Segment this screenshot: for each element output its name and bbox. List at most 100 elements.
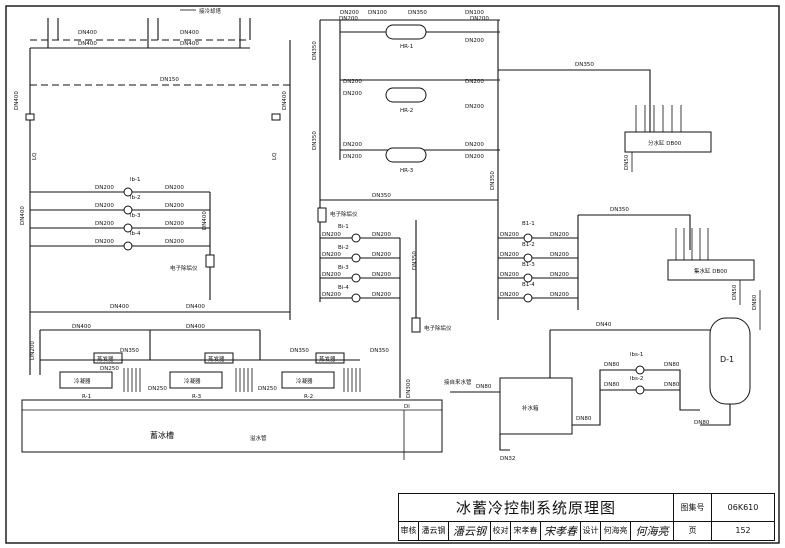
title-block: 冰蓄冷控制系统原理图 图集号 06K610 审核 潘云钢 潘云钢 校对 宋孝春 … — [398, 493, 775, 541]
dn-label: DN200 — [95, 221, 114, 227]
reviewer-signature: 潘云钢 — [449, 521, 491, 540]
pump-icon — [123, 223, 133, 233]
pump-icon — [123, 187, 133, 197]
dn-label: DN200 — [340, 10, 359, 16]
dn-label: DN200 — [465, 79, 484, 85]
pump-label: lbs-2 — [630, 376, 643, 382]
pump-icon — [635, 365, 645, 375]
dn-label: DN200 — [165, 203, 184, 209]
manifold-return-label: 集水缸 DB00 — [694, 267, 728, 275]
dn-label: DN400 — [20, 206, 26, 225]
dn-label: DN200 — [372, 292, 391, 298]
cooling-pump-rows — [30, 191, 210, 247]
dn-label: DN150 — [160, 77, 179, 83]
dn-label: DN400 — [72, 324, 91, 330]
pump-label: B1-2 — [522, 242, 535, 248]
designer-signature: 何海亮 — [631, 521, 674, 540]
dn-label: DN80 — [476, 384, 492, 390]
lq-label: LQ — [32, 152, 38, 160]
chiller-id: R-2 — [304, 394, 313, 400]
dn-label: DN200 — [465, 142, 484, 148]
dn-label: DN200 — [550, 292, 569, 298]
dn-label: DN200 — [339, 16, 358, 22]
dn-label: DN200 — [372, 272, 391, 278]
descaler-icon — [205, 254, 215, 268]
dn-label: DN200 — [465, 154, 484, 160]
pump-icon — [123, 241, 133, 251]
cooling-tower-label: 接冷却塔 — [199, 7, 222, 15]
pump-label: lb-3 — [130, 213, 141, 219]
pump-icon — [523, 273, 533, 283]
dn-label: DN200 — [343, 142, 362, 148]
checker-name: 宋孝春 — [511, 521, 541, 540]
pump-icon — [523, 293, 533, 303]
ice-storage-tank — [21, 399, 443, 453]
dn-label: DN80 — [664, 382, 680, 388]
pump-icon — [351, 273, 361, 283]
dl-label: Dl — [404, 404, 410, 410]
chiller-id: R-1 — [82, 394, 91, 400]
coil-r1 — [123, 368, 141, 392]
chiller-drops — [39, 330, 261, 375]
chiller-r3-condenser — [169, 371, 223, 389]
dn-label: DN350 — [408, 10, 427, 16]
dn-label: DN200 — [322, 252, 341, 258]
checker-signature: 宋孝春 — [541, 521, 581, 540]
chiller-label: 冷凝器 — [74, 377, 91, 385]
dn-label: DN350 — [370, 348, 389, 354]
check-label: 校对 — [491, 521, 511, 540]
chiller-r2-condenser — [281, 371, 335, 389]
pump-label: lbs-1 — [630, 352, 643, 358]
b1-pump-rows — [497, 200, 579, 320]
return-main — [577, 214, 691, 250]
page-label: 页 — [674, 521, 712, 540]
chiller-r1-evaporator — [93, 352, 123, 364]
title-block-row-1: 冰蓄冷控制系统原理图 图集号 06K610 — [399, 494, 774, 522]
dn-label: DN350 — [372, 193, 391, 199]
dn-label: DN200 — [343, 154, 362, 160]
dn-label: DN200 — [500, 232, 519, 238]
dn-label: DN400 — [78, 41, 97, 47]
dn-label: DN350 — [610, 207, 629, 213]
dn-label: DN32 — [500, 456, 515, 462]
dn-label: DN400 — [282, 91, 288, 110]
dn-label: DN100 — [368, 10, 387, 16]
dn-label: DN350 — [575, 62, 594, 68]
hr-id: HR-1 — [400, 44, 413, 50]
tap-water-label: 接自来水管 — [444, 378, 472, 386]
dn-label: DN80 — [576, 416, 592, 422]
dn-label: DN200 — [165, 239, 184, 245]
chiller-r2-evaporator — [315, 352, 345, 364]
dn-label: DN300 — [406, 379, 412, 398]
hr-top-main — [319, 19, 500, 180]
ice-tank-label: 蓄冰槽 — [150, 430, 174, 440]
chw-main — [319, 180, 498, 302]
dn-label: DN200 — [550, 272, 569, 278]
dn-label: DN200 — [500, 292, 519, 298]
dn-label: DN200 — [343, 91, 362, 97]
dn-label: DN350 — [490, 171, 496, 190]
descaler-icon — [411, 317, 421, 333]
dn-label: DN50 — [624, 154, 630, 170]
chiller-r3-evaporator — [204, 352, 234, 364]
vessel-outlet — [700, 404, 731, 426]
dn-label: DN200 — [322, 292, 341, 298]
reviewer-name: 潘云钢 — [419, 521, 449, 540]
pump-icon — [351, 233, 361, 243]
dn-label: DN200 — [165, 221, 184, 227]
dn-label: DN200 — [322, 232, 341, 238]
pump-icon — [351, 253, 361, 263]
hr1-unit — [385, 24, 427, 40]
cooling-lower-mains — [29, 311, 290, 375]
atlas-label: 图集号 — [674, 494, 712, 521]
tower-risers — [47, 18, 251, 48]
dn-label: DN200 — [95, 203, 114, 209]
pump-label: Bi-4 — [338, 285, 349, 291]
pump-icon — [351, 293, 361, 303]
title-block-row-2: 审核 潘云钢 潘云钢 校对 宋孝春 宋孝春 设计 何海亮 何海亮 页 152 — [399, 521, 774, 540]
design-label: 设计 — [581, 521, 601, 540]
chiller-label: 冷凝器 — [184, 377, 201, 385]
descaler-label: 电子除垢仪 — [170, 264, 198, 272]
dn-label: DN200 — [165, 185, 184, 191]
